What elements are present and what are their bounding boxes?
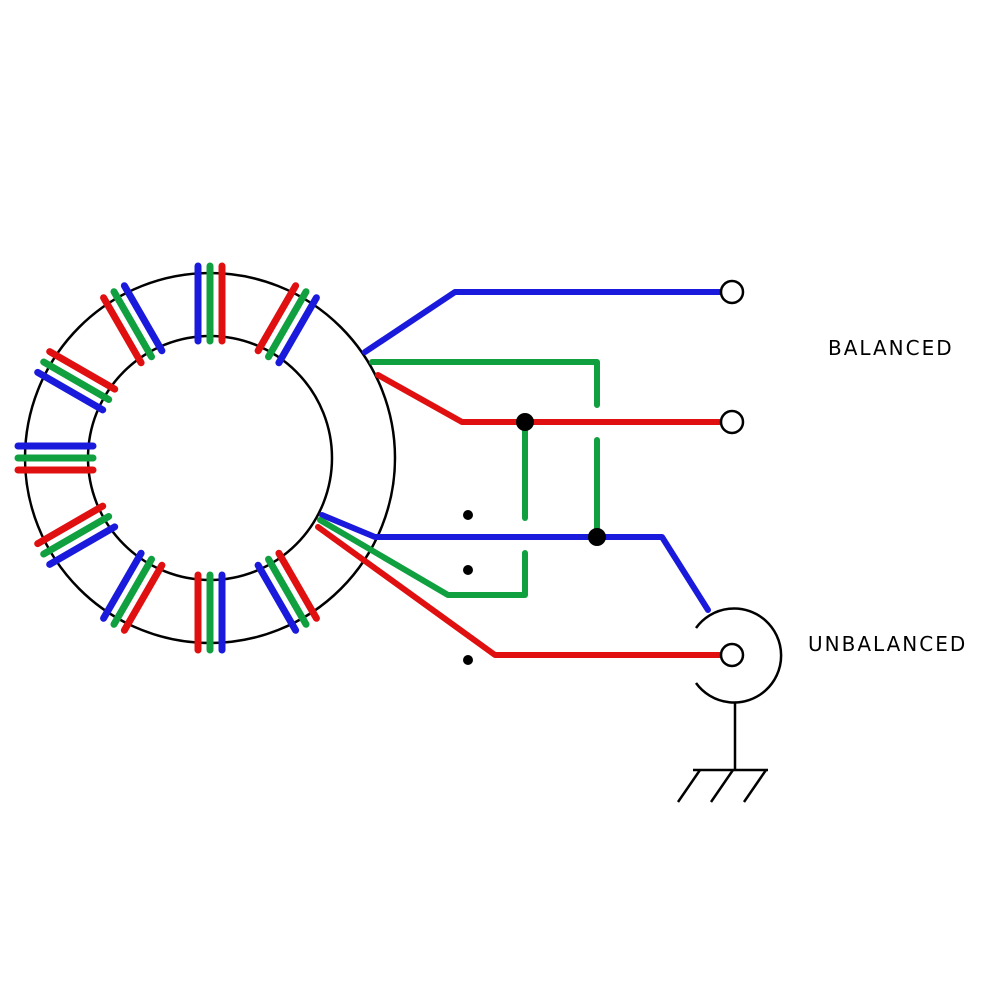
winding-turn bbox=[40, 358, 113, 403]
winding-turn bbox=[110, 288, 155, 361]
winding-turn bbox=[110, 555, 155, 628]
winding-turn bbox=[254, 561, 300, 634]
green-wire-top bbox=[369, 359, 600, 408]
blue-wire-bottom bbox=[319, 512, 711, 613]
unbalanced-label: UNBALANCED bbox=[808, 632, 968, 656]
phase-dot bbox=[463, 510, 473, 520]
winding-turn bbox=[254, 282, 300, 355]
balanced-label: BALANCED bbox=[828, 336, 954, 360]
junction-dot bbox=[588, 528, 606, 546]
winding-turn bbox=[120, 561, 166, 634]
winding-turn bbox=[265, 288, 310, 361]
terminal-icon bbox=[719, 409, 745, 435]
junction-dot bbox=[516, 413, 534, 431]
winding-turn bbox=[40, 513, 113, 558]
winding-turn bbox=[46, 348, 119, 393]
winding-turn bbox=[265, 555, 310, 628]
winding-turn bbox=[100, 549, 145, 622]
green-winding-leads bbox=[317, 359, 600, 598]
red-wire-bottom bbox=[315, 524, 725, 658]
winding-turn bbox=[34, 502, 107, 548]
red-winding-leads bbox=[315, 372, 725, 658]
winding-turn bbox=[100, 294, 145, 367]
phase-dot bbox=[463, 655, 473, 665]
green-wire-bottom bbox=[317, 517, 528, 598]
phase-dot bbox=[463, 565, 473, 575]
winding-turn bbox=[275, 294, 320, 367]
coax-connector-icon bbox=[694, 607, 783, 704]
winding-turn bbox=[275, 549, 320, 622]
winding-turn bbox=[120, 282, 166, 355]
red-wire-top bbox=[375, 372, 725, 425]
toroid-windings bbox=[14, 262, 320, 654]
winding-turn bbox=[46, 523, 119, 568]
blue-wire-top bbox=[362, 289, 725, 355]
toroid-core bbox=[23, 271, 397, 645]
terminal-icon bbox=[719, 279, 745, 305]
winding-turn bbox=[34, 368, 107, 414]
blue-winding-leads bbox=[319, 289, 725, 613]
ground-icon bbox=[676, 703, 768, 803]
